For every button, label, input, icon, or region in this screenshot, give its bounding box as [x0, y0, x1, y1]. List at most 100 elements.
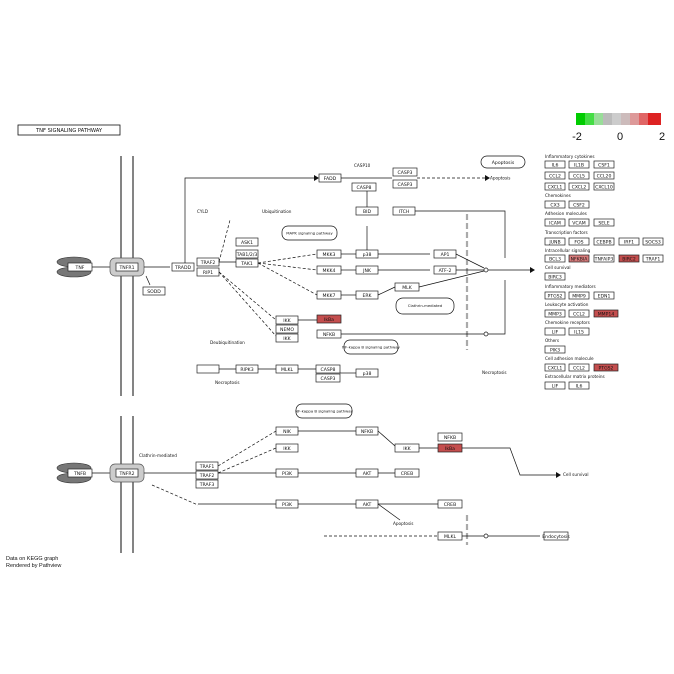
- svg-text:CCL20: CCL20: [597, 174, 612, 180]
- rp-h5: Intracellular signaling: [545, 248, 591, 253]
- svg-text:CASP8: CASP8: [321, 367, 336, 373]
- color-legend: -2 0 2: [572, 113, 665, 143]
- svg-text:MLK: MLK: [402, 285, 413, 291]
- nfkb-signaling-box-2: [295, 403, 353, 419]
- nuclear-dna-top: [483, 267, 489, 273]
- svg-text:MKK7: MKK7: [323, 293, 336, 299]
- necro-node-2: [315, 373, 341, 383]
- nemo-node: [275, 324, 299, 334]
- rp-h9: Chemokine receptors: [545, 320, 590, 325]
- svg-text:IL15: IL15: [574, 330, 584, 336]
- svg-text:FADD: FADD: [324, 176, 337, 182]
- svg-text:SOCS3: SOCS3: [645, 240, 661, 246]
- svg-text:CEBPB: CEBPB: [596, 240, 611, 246]
- svg-text:SODD: SODD: [147, 289, 161, 295]
- creb-box: [395, 297, 455, 315]
- mapk-signaling-box: [281, 225, 338, 241]
- svg-text:IL6: IL6: [576, 384, 583, 390]
- tnfr1-receptor: TNFR1: [109, 257, 145, 277]
- svg-text:TRADD: TRADD: [174, 265, 191, 271]
- rp-h7: Inflammatory mediators: [545, 284, 596, 289]
- ask1-node: [235, 237, 259, 247]
- svg-text:LIF: LIF: [552, 330, 559, 336]
- svg-text:FOS: FOS: [574, 240, 583, 246]
- svg-text:IRF1: IRF1: [624, 240, 634, 246]
- legend-swatch: [594, 113, 603, 125]
- svg-text:BIRC3: BIRC3: [548, 275, 562, 281]
- necroptosis-label: Necroptosis: [215, 380, 240, 385]
- svg-text:CASP3: CASP3: [398, 170, 413, 176]
- svg-text:RIPK3: RIPK3: [240, 367, 253, 373]
- svg-text:MMP3: MMP3: [548, 312, 562, 318]
- svg-text:p38: p38: [363, 252, 372, 258]
- svg-text:AKT: AKT: [363, 502, 372, 508]
- footer-data-source: Data on KEGG graph: [6, 556, 59, 562]
- svg-text:CREB: CREB: [444, 502, 456, 508]
- svg-text:CASP3: CASP3: [321, 376, 336, 382]
- svg-text:CASP3: CASP3: [398, 182, 413, 188]
- tnfr2-receptor: TNFR2: [109, 463, 145, 483]
- svg-text:JNK: JNK: [362, 268, 372, 274]
- ub-label: Ubiquitination: [262, 209, 292, 214]
- tnfb-ligand: TNFB: [56, 462, 93, 484]
- svg-text:ERK: ERK: [362, 293, 372, 299]
- svg-text:ITCH: ITCH: [399, 209, 410, 215]
- svg-text:TNFR1: TNFR1: [119, 265, 135, 271]
- svg-text:IKK: IKK: [283, 336, 291, 342]
- svg-text:BIRC2: BIRC2: [622, 257, 636, 263]
- cell-survival-label: Cell survival: [563, 472, 589, 477]
- svg-text:TNFAIP3: TNFAIP3: [594, 257, 614, 263]
- svg-text:NFKB: NFKB: [444, 435, 456, 441]
- svg-text:CXCL10: CXCL10: [595, 185, 613, 191]
- svg-text:NIK: NIK: [283, 429, 292, 435]
- svg-text:MKK3: MKK3: [323, 252, 336, 258]
- svg-text:TAK1: TAK1: [240, 261, 253, 267]
- legend-swatch: [585, 113, 594, 125]
- svg-text:CREB: CREB: [401, 471, 413, 477]
- svg-text:Clathrin-mediated: Clathrin-mediated: [408, 303, 443, 308]
- cell-membrane-bottom: [120, 416, 134, 553]
- svg-text:TRAF3: TRAF3: [199, 482, 215, 488]
- svg-text:CCL2: CCL2: [573, 366, 585, 372]
- svg-text:TRAF1: TRAF1: [199, 464, 215, 470]
- svg-text:p38: p38: [363, 371, 372, 377]
- svg-text:MKK4: MKK4: [323, 268, 336, 274]
- svg-text:JUNB: JUNB: [548, 240, 560, 246]
- target-genes-panel: Inflammatory cytokines IL6 IL1B CSF1 CCL…: [544, 154, 664, 390]
- svg-text:MAPK signaling pathway: MAPK signaling pathway: [286, 231, 333, 236]
- sodd-node: [142, 286, 166, 296]
- ripk3-node: [196, 364, 220, 374]
- nfkb-signaling-box: [343, 339, 399, 355]
- svg-text:NF-kappa B signaling pathway: NF-kappa B signaling pathway: [342, 345, 400, 350]
- svg-text:BCL3: BCL3: [549, 257, 561, 263]
- svg-text:ICAM: ICAM: [549, 221, 561, 227]
- svg-text:IL6: IL6: [552, 163, 559, 169]
- legend-swatch: [630, 113, 639, 125]
- svg-text:Endocytosis: Endocytosis: [542, 534, 570, 540]
- necroptosis-label-2: Necroptosis: [482, 370, 507, 375]
- title-box: [17, 124, 121, 136]
- svg-text:SELE: SELE: [598, 221, 609, 227]
- svg-text:CCL5: CCL5: [573, 174, 585, 180]
- svg-text:NFKB: NFKB: [361, 429, 373, 435]
- svg-text:IKK: IKK: [283, 318, 291, 324]
- svg-text:CCL2: CCL2: [573, 312, 585, 318]
- svg-text:CSF2: CSF2: [573, 203, 585, 209]
- tnf-ligand: TNF: [56, 256, 93, 278]
- svg-text:CXCL2: CXCL2: [572, 185, 587, 191]
- svg-text:Apoptosis: Apoptosis: [492, 160, 515, 166]
- svg-text:PTGS2: PTGS2: [548, 294, 563, 300]
- svg-text:RIP1: RIP1: [203, 270, 213, 276]
- diagram-title: TNF SIGNALING PATHWAY: [35, 128, 103, 134]
- tradd-node: [171, 262, 195, 272]
- svg-text:NFKBIA: NFKBIA: [571, 257, 589, 263]
- tnfb-label: TNFB: [73, 471, 86, 477]
- svg-text:IkBa: IkBa: [445, 446, 455, 452]
- nfkb-node-3: [437, 432, 463, 442]
- apoptosis-box-top: [480, 155, 526, 169]
- legend-swatch: [603, 113, 612, 125]
- svg-text:IKK: IKK: [403, 446, 411, 452]
- svg-text:TRAF2: TRAF2: [199, 473, 215, 479]
- svg-text:PI3K: PI3K: [282, 502, 293, 508]
